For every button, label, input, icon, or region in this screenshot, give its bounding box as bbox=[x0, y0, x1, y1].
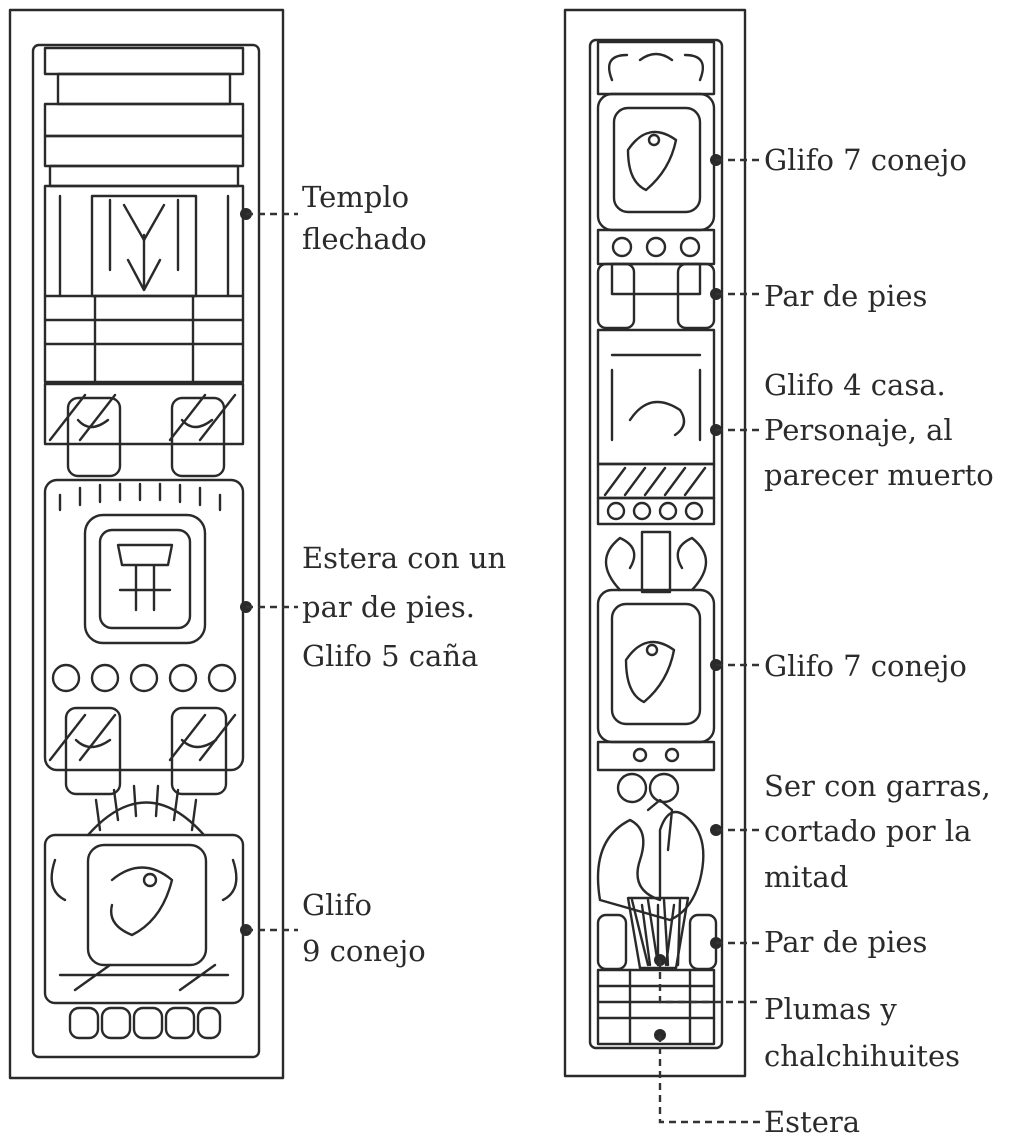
rabbit-orange-figure bbox=[596, 40, 716, 296]
house-green-figure bbox=[596, 328, 716, 526]
label-ser-1: Ser con garras, bbox=[764, 769, 991, 803]
labels: Templo flechado Estera con un par de pie… bbox=[302, 143, 994, 1139]
label-par-pies-bottom: Par de pies bbox=[764, 925, 927, 959]
label-templo-2: flechado bbox=[302, 222, 427, 256]
label-par-pies-top: Par de pies bbox=[764, 279, 927, 313]
plumes-figure bbox=[596, 968, 716, 1046]
label-glifo4-3: parecer muerto bbox=[764, 458, 994, 492]
label-glifo7-top: Glifo 7 conejo bbox=[764, 143, 967, 177]
label-glifo9-1: Glifo bbox=[302, 888, 372, 922]
label-glifo7-mid: Glifo 7 conejo bbox=[764, 649, 967, 683]
mat-pink-beads bbox=[51, 663, 237, 693]
label-glifo4-1: Glifo 4 casa. bbox=[764, 368, 946, 402]
label-ser-3: mitad bbox=[764, 860, 848, 894]
label-estera-pies-2: par de pies. bbox=[302, 590, 475, 624]
foot-right-top bbox=[676, 262, 716, 330]
right-column bbox=[563, 8, 747, 1078]
label-plumas-2: chalchihuites bbox=[764, 1039, 960, 1073]
clawed-being-figure bbox=[596, 798, 705, 970]
label-ser-2: cortado por la bbox=[764, 814, 971, 848]
label-templo-1: Templo bbox=[302, 180, 409, 214]
foot-left-bottom bbox=[596, 913, 628, 971]
label-plumas-1: Plumas y bbox=[764, 992, 897, 1026]
foot-left-top bbox=[596, 262, 636, 330]
label-estera-pies-3: Glifo 5 caña bbox=[302, 639, 478, 673]
rabbit-purple-figure bbox=[596, 530, 716, 804]
glyph-yellow-beads bbox=[68, 1006, 222, 1040]
label-estera: Estera bbox=[764, 1105, 860, 1139]
leaders bbox=[240, 154, 762, 1124]
label-glifo4-2: Personaje, al bbox=[764, 413, 953, 447]
mat-pink-figure bbox=[43, 382, 245, 796]
label-glifo9-2: 9 conejo bbox=[302, 934, 426, 968]
glyph-yellow-figure bbox=[43, 784, 245, 1040]
temple-figure bbox=[43, 46, 245, 384]
left-column bbox=[8, 8, 285, 1080]
label-estera-pies-1: Estera con un bbox=[302, 541, 506, 575]
